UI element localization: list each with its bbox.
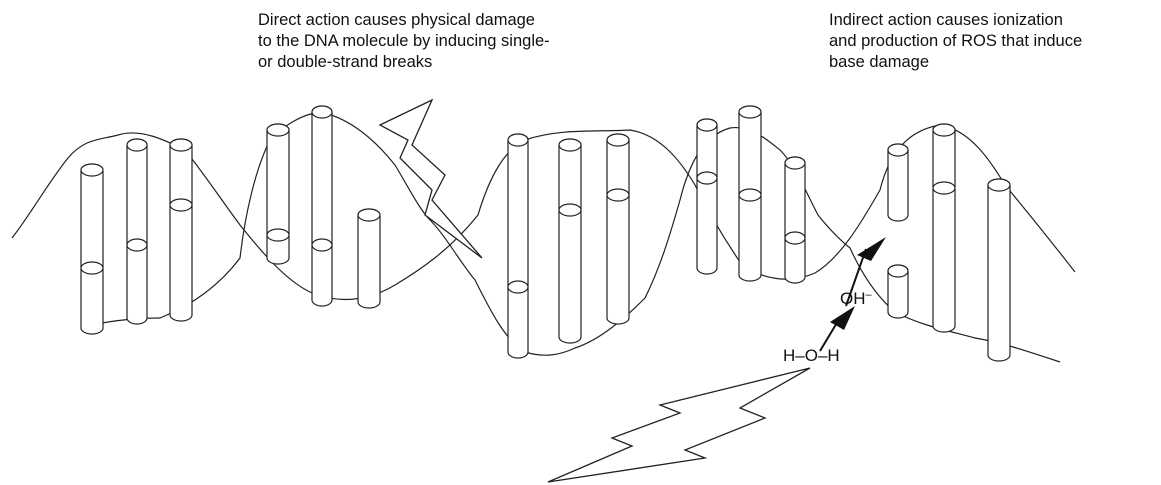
- base-pair-cylinder: [170, 139, 192, 321]
- water-label: H–O–H: [783, 346, 840, 365]
- indirect-radiation-bolt: [548, 368, 810, 482]
- base-pair-cylinder: [933, 124, 955, 332]
- arrow-up-icon: [820, 306, 855, 351]
- base-pair-cylinder: [81, 164, 103, 334]
- lightning-bolt-icon: [548, 368, 810, 482]
- base-pair-cylinder: [127, 139, 147, 324]
- base-pair-cylinder: [508, 134, 528, 358]
- direct-radiation-bolt: [380, 100, 482, 258]
- hydroxyl-label: OH–: [840, 289, 873, 308]
- base-pair-cylinder: [888, 144, 908, 221]
- chemical-labels: OH– H–O–H: [783, 289, 873, 365]
- hydroxyl-charge: –: [866, 289, 873, 301]
- base-pair-cylinder: [559, 139, 581, 343]
- base-pair-cylinder: [358, 209, 380, 308]
- base-pair-cylinder: [988, 179, 1010, 361]
- base-pair-cylinder: [697, 119, 717, 274]
- lightning-bolt-icon: [380, 100, 482, 258]
- base-pair-cylinder: [607, 134, 629, 324]
- base-pairs: [81, 106, 1010, 361]
- base-pair-cylinder: [267, 124, 289, 264]
- base-pair-cylinder: [739, 106, 761, 281]
- base-pair-cylinder: [312, 106, 332, 306]
- hydroxyl-symbol: OH: [840, 289, 866, 308]
- base-pair-cylinder: [888, 265, 908, 318]
- base-pair-cylinder: [785, 157, 805, 283]
